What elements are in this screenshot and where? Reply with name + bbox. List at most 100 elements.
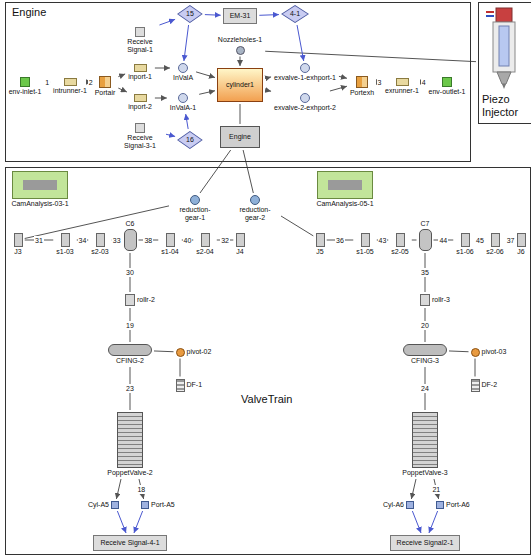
flow-connector <box>265 90 271 91</box>
connection-number: 1 <box>44 78 50 87</box>
component-icon <box>20 77 30 87</box>
flow-connector <box>265 77 271 79</box>
signal-diamond: 4-1 <box>281 5 309 23</box>
component-icon <box>135 27 145 37</box>
component-icon <box>134 64 147 72</box>
component-node: PoppetValve-3 <box>401 412 448 477</box>
component-node: Port-A5 <box>141 501 176 509</box>
component-label: s2-04 <box>195 248 215 256</box>
component-label: Receive Signal-1 <box>116 38 164 54</box>
signal-diamond: 16 <box>177 131 203 149</box>
component-node: inport-2 <box>127 94 153 111</box>
flow-connector <box>330 86 347 91</box>
component-label: CamAnalysis-05-1 <box>315 200 374 208</box>
flow-connector <box>200 150 231 193</box>
component-label: Portair <box>94 89 117 97</box>
component-label: Cyl-A5 <box>87 501 110 509</box>
component-node: CFING-3 <box>403 344 447 365</box>
component-icon <box>124 229 137 251</box>
component-icon <box>356 76 368 88</box>
component-label: J5 <box>315 248 324 256</box>
connection-number: 37 <box>506 236 516 245</box>
connection-number: 24 <box>420 384 430 393</box>
component-icon <box>111 501 119 509</box>
component-icon <box>141 501 149 509</box>
component-node: CamAnalysis-05-1 <box>315 171 374 208</box>
connection-number: 40 <box>183 236 193 245</box>
component-box: Receive Signal2-1 <box>390 535 461 551</box>
component-icon <box>166 233 175 247</box>
component-label: Portexh <box>349 89 375 97</box>
component-icon <box>117 412 143 468</box>
component-node: env-inlet-1 <box>8 77 43 96</box>
component-node: s2-05 <box>390 233 410 256</box>
component-node: J6 <box>516 233 525 256</box>
component-node: Cyl-A6 <box>382 501 414 509</box>
component-node: intrunner-1 <box>52 78 88 95</box>
component-node: J3 <box>13 233 22 256</box>
component-icon <box>403 344 447 356</box>
component-label: exvalve-1-exhport-1 <box>273 74 337 82</box>
component-icon <box>412 412 438 468</box>
component-icon <box>396 233 405 247</box>
component-icon <box>190 195 200 205</box>
flow-connector <box>240 104 241 124</box>
component-icon <box>99 76 111 88</box>
flow-connector <box>411 479 416 499</box>
component-label: Cyl-A6 <box>382 501 405 509</box>
flow-connector <box>180 359 181 377</box>
component-icon <box>236 46 245 55</box>
component-icon <box>317 171 373 199</box>
connection-number: 2 <box>88 78 94 87</box>
component-node: C6 <box>124 220 137 251</box>
component-node: pivot-03 <box>471 348 508 357</box>
component-label: env-inlet-1 <box>8 88 43 96</box>
component-label: 4-1 <box>289 10 301 18</box>
signal-diamond: 15 <box>177 5 203 23</box>
connection-number: 43 <box>378 236 388 245</box>
connection-number: 44 <box>438 236 448 245</box>
component-label: inport-1 <box>127 73 153 81</box>
component-node: inport-1 <box>127 64 153 81</box>
signal-wire <box>166 134 175 136</box>
component-label: CamAnalysis-03-1 <box>10 200 69 208</box>
component-label: s1-04 <box>160 248 180 256</box>
component-icon <box>61 233 70 247</box>
component-node: s2-04 <box>195 233 215 256</box>
component-node: exvalve-2-exhport-2 <box>273 93 337 112</box>
component-icon <box>14 233 23 247</box>
component-node: rollr-2 <box>125 294 156 306</box>
component-node: InValA-1 <box>169 93 197 112</box>
connection-number: 19 <box>125 321 135 330</box>
component-label: Receive Signal-4-1 <box>99 539 160 547</box>
component-icon <box>201 233 210 247</box>
component-node: C7 <box>419 220 432 251</box>
connection-number: 33 <box>112 236 122 245</box>
connection-number: 23 <box>125 384 135 393</box>
signal-wire <box>429 511 438 533</box>
component-node: reduction-gear-2 <box>231 195 279 222</box>
component-label: EM-31 <box>229 12 252 20</box>
flow-connector <box>412 240 417 241</box>
component-label: InValA-1 <box>169 104 197 112</box>
flow-connector <box>155 68 170 69</box>
component-label: s2-06 <box>485 248 505 256</box>
component-label: s1-06 <box>455 248 475 256</box>
component-label: DF-1 <box>186 381 204 389</box>
component-label: Receive Signal2-1 <box>396 539 455 547</box>
component-label: PoppetValve-2 <box>106 469 153 477</box>
component-label: CFING-2 <box>115 357 145 365</box>
component-node: Portexh <box>349 76 375 97</box>
connection-number: 36 <box>335 236 345 245</box>
flow-connector <box>155 98 167 99</box>
component-node: Receive Signal-3-1 <box>116 123 164 150</box>
component-label: 16 <box>185 136 195 144</box>
component-node: J5 <box>315 233 324 256</box>
panel-title: Piezo Injector <box>482 93 530 118</box>
component-node: pivot-02 <box>176 348 213 357</box>
flow-connector <box>339 76 347 78</box>
connection-number: 30 <box>125 268 135 277</box>
subsystem-panel: Engineenv-inlet-1intrunner-1Portairinpor… <box>5 2 471 162</box>
subsystem-panel: ValveTrainCamAnalysis-03-1reduction-gear… <box>5 167 531 555</box>
